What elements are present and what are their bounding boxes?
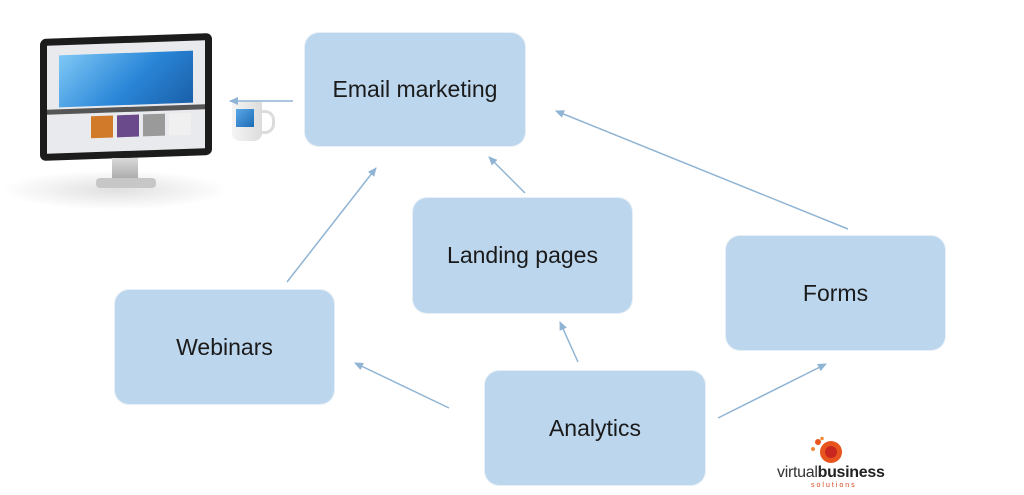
node-label: Analytics bbox=[548, 414, 642, 441]
logo-word-bold: business bbox=[817, 464, 885, 481]
arrow-webinars-to-email bbox=[286, 167, 377, 283]
node-landing-pages: Landing pages bbox=[413, 198, 632, 313]
mug-print bbox=[236, 109, 254, 127]
arrow-analytics-to-forms bbox=[717, 363, 827, 419]
coffee-mug-icon bbox=[232, 101, 275, 141]
node-label: Forms bbox=[802, 279, 869, 306]
screen-thumb bbox=[91, 115, 113, 139]
desktop-monitor-icon bbox=[0, 30, 290, 230]
node-label: Webinars bbox=[176, 333, 273, 360]
mug-handle bbox=[260, 110, 275, 134]
node-label: Landing pages bbox=[447, 242, 598, 268]
node-webinars: Webinars bbox=[115, 290, 334, 404]
node-email-marketing: Email marketing bbox=[305, 33, 525, 146]
screen-thumb bbox=[169, 112, 191, 136]
arrow-analytics-to-webinars bbox=[354, 362, 450, 409]
node-label: Email marketing bbox=[332, 76, 498, 102]
monitor-base bbox=[96, 178, 156, 188]
monitor-screen bbox=[47, 40, 205, 154]
monitor-stand bbox=[112, 158, 138, 180]
node-analytics: Analytics bbox=[485, 371, 705, 485]
arrow-landing-to-email bbox=[488, 156, 526, 194]
node-forms: Forms bbox=[726, 236, 945, 350]
company-logo: virtualbusiness solutions bbox=[775, 436, 895, 491]
screen-banner bbox=[59, 50, 193, 108]
logo-subtitle: solutions bbox=[811, 482, 857, 489]
arrow-analytics-to-landing bbox=[559, 321, 579, 363]
monitor-frame bbox=[40, 32, 212, 162]
screen-thumb bbox=[117, 114, 139, 138]
logo-dots-icon bbox=[811, 436, 842, 463]
screen-thumb bbox=[143, 113, 165, 137]
logo-word-regular: virtual bbox=[777, 464, 818, 481]
logo-wordmark: virtualbusiness bbox=[777, 464, 885, 482]
